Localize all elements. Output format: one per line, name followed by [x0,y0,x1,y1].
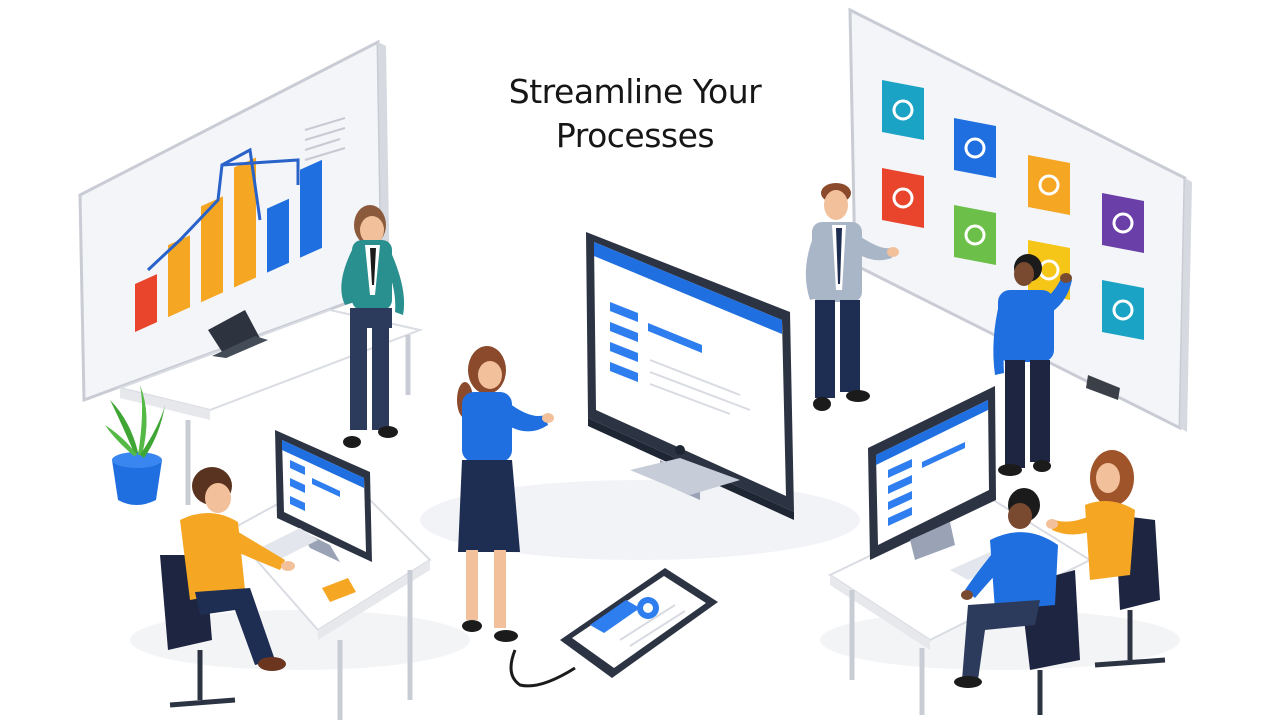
right-whiteboard [848,7,1192,432]
headline-line-2: Processes [555,116,715,155]
woman-teal-jacket [341,205,405,448]
lightbulb-icon [1102,280,1144,340]
document-stack-icon [882,168,924,228]
front-left-desk [228,430,432,720]
center-monitor [586,232,794,520]
checkmark-icon [1028,155,1070,215]
bar-chart [135,157,322,332]
woman-yellow-seated [1046,450,1166,668]
chart-bar [267,198,289,273]
chart-trend-line [221,147,262,221]
chart-trend-line [146,158,300,272]
app-icon-grid [882,80,1144,340]
board-text-line [304,117,346,131]
potted-plant [105,385,165,505]
woman-blue-shirt [457,346,554,642]
left-whiteboard [78,39,390,403]
chart-bar [168,235,190,318]
lightbulb-icon [1102,193,1144,253]
man-yellow-sweater [160,467,295,708]
man-grey-suit [805,183,899,411]
chart-bar [201,196,223,303]
floor-shadow [130,610,470,670]
man-touching-board [993,254,1072,476]
headline-line-1: Streamline Your [508,72,762,111]
board-text-line [304,147,346,161]
location-pin-icon [954,205,996,265]
board-text-line [304,138,341,151]
smartphone [509,568,718,688]
man-blue-seated [954,488,1080,715]
chart-bar [300,159,322,258]
floor-shadow [420,480,860,560]
headline: Streamline Your Processes [440,70,830,158]
chart-bar [135,274,157,332]
chart-bar [234,157,256,288]
location-pin-icon [882,80,924,140]
laptop [208,310,268,358]
board-text-line [304,127,346,141]
mail-icon [954,118,996,178]
